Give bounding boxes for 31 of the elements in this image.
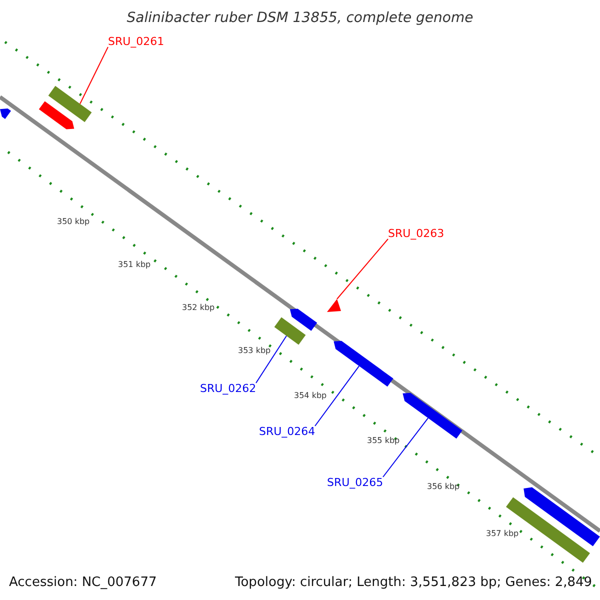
leader-line (382, 418, 429, 478)
gene-feature (0, 108, 11, 119)
gene-label: SRU_0265 (327, 477, 384, 488)
tick-label: 357 kbp (486, 530, 519, 538)
gene-feature (524, 487, 600, 546)
gene-feature (402, 392, 462, 439)
gene-feature (290, 308, 318, 331)
leader-line (80, 46, 108, 104)
tick-label: 351 kbp (118, 261, 151, 269)
leader-line (314, 366, 360, 426)
footer-text: Accession: NC_007677 (9, 576, 157, 589)
tick-label: 350 kbp (57, 218, 90, 226)
gene-feature (38, 101, 74, 130)
gene-marker (327, 299, 341, 312)
diagram-title: Salinibacter ruber DSM 13855, complete genome (126, 11, 474, 25)
leader-line (336, 238, 388, 300)
tick-label: 353 kbp (238, 347, 271, 355)
footer-text: Topology: circular; Length: 3,551,823 bp; Genes: 2,849 (235, 576, 592, 589)
gene-feature (334, 340, 394, 387)
tick-label: 354 kbp (294, 392, 327, 400)
tick-label: 352 kbp (182, 304, 215, 312)
gene-label: SRU_0263 (388, 228, 444, 239)
gene-block (506, 497, 590, 563)
gene-label: SRU_0262 (200, 383, 256, 394)
gene-block (274, 317, 306, 345)
tick-label: 355 kbp (367, 437, 400, 445)
leader-line (256, 335, 287, 384)
gene-block (48, 86, 92, 122)
tick-label: 356 kbp (427, 483, 460, 491)
gene-label: SRU_0264 (259, 426, 316, 437)
gene-label: SRU_0261 (108, 36, 164, 47)
